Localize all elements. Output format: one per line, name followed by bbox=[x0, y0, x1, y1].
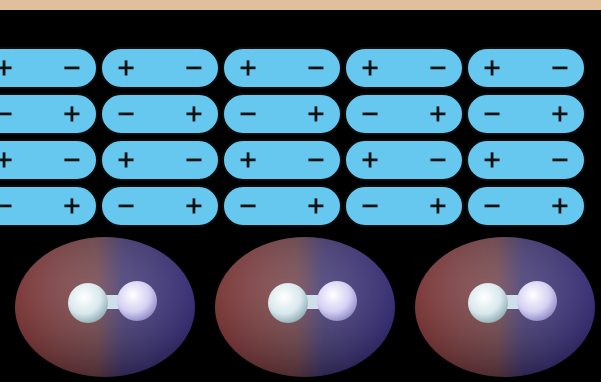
atom-right bbox=[117, 281, 157, 321]
polar-molecule bbox=[215, 237, 395, 377]
dipole-pill: +− bbox=[466, 47, 586, 89]
dipole-pill: +− bbox=[344, 139, 464, 181]
pill-right-charge: − bbox=[427, 53, 448, 82]
pill-left-charge: − bbox=[116, 99, 137, 128]
atom-left bbox=[68, 283, 108, 323]
dipole-pill: −+ bbox=[0, 185, 98, 227]
pill-right-charge: − bbox=[549, 145, 570, 174]
dipole-pill: +− bbox=[100, 139, 220, 181]
pill-right-charge: + bbox=[183, 191, 204, 220]
pill-right-charge: + bbox=[61, 191, 82, 220]
dipole-row: +−+−+−+−+− bbox=[0, 139, 601, 181]
dipole-pill: −+ bbox=[100, 185, 220, 227]
atom-right bbox=[317, 281, 357, 321]
pill-left-charge: − bbox=[0, 191, 15, 220]
pill-left-charge: + bbox=[116, 53, 137, 82]
pill-left-charge: − bbox=[238, 99, 259, 128]
polar-molecule bbox=[415, 237, 595, 377]
molecule-row bbox=[0, 233, 601, 382]
dipole-row: −+−+−+−+−+ bbox=[0, 93, 601, 135]
pill-left-charge: − bbox=[360, 99, 381, 128]
pill-left-charge: − bbox=[0, 99, 15, 128]
pill-right-charge: + bbox=[427, 99, 448, 128]
pill-left-charge: + bbox=[0, 53, 15, 82]
pill-right-charge: + bbox=[427, 191, 448, 220]
pill-left-charge: − bbox=[482, 99, 503, 128]
pill-right-charge: − bbox=[183, 145, 204, 174]
pill-left-charge: + bbox=[238, 53, 259, 82]
top-banner-strip bbox=[0, 0, 601, 10]
pill-left-charge: + bbox=[0, 145, 15, 174]
pill-left-charge: + bbox=[482, 53, 503, 82]
dipole-pill: −+ bbox=[466, 93, 586, 135]
dipole-pill: −+ bbox=[0, 93, 98, 135]
pill-left-charge: + bbox=[360, 53, 381, 82]
pill-right-charge: − bbox=[305, 145, 326, 174]
atom-left bbox=[468, 283, 508, 323]
pill-right-charge: + bbox=[305, 99, 326, 128]
dipole-pill: +− bbox=[222, 139, 342, 181]
pill-right-charge: − bbox=[427, 145, 448, 174]
pill-left-charge: − bbox=[482, 191, 503, 220]
pill-right-charge: − bbox=[61, 53, 82, 82]
dipole-pill: +− bbox=[222, 47, 342, 89]
pill-right-charge: − bbox=[61, 145, 82, 174]
dipole-pill: +− bbox=[0, 139, 98, 181]
atom-right bbox=[517, 281, 557, 321]
dipole-pill: −+ bbox=[222, 185, 342, 227]
pill-left-charge: − bbox=[116, 191, 137, 220]
pill-right-charge: − bbox=[549, 53, 570, 82]
pill-right-charge: + bbox=[549, 99, 570, 128]
pill-right-charge: + bbox=[183, 99, 204, 128]
pill-right-charge: + bbox=[305, 191, 326, 220]
dipole-row: −+−+−+−+−+ bbox=[0, 185, 601, 227]
dipole-pill: −+ bbox=[344, 93, 464, 135]
pill-right-charge: − bbox=[305, 53, 326, 82]
dipole-row: +−+−+−+−+− bbox=[0, 47, 601, 89]
dipole-pill: −+ bbox=[344, 185, 464, 227]
dipole-pill: −+ bbox=[100, 93, 220, 135]
pill-left-charge: − bbox=[360, 191, 381, 220]
dipole-pill: +− bbox=[0, 47, 98, 89]
dipole-grid: +−+−+−+−+−−+−+−+−+−++−+−+−+−+−−+−+−+−+−+ bbox=[0, 47, 601, 233]
dipole-pill: −+ bbox=[466, 185, 586, 227]
pill-left-charge: + bbox=[360, 145, 381, 174]
dipole-pill: +− bbox=[344, 47, 464, 89]
atom-left bbox=[268, 283, 308, 323]
polar-molecule bbox=[15, 237, 195, 377]
dipole-pill: +− bbox=[100, 47, 220, 89]
pill-left-charge: + bbox=[116, 145, 137, 174]
pill-left-charge: + bbox=[482, 145, 503, 174]
dipole-pill: −+ bbox=[222, 93, 342, 135]
pill-right-charge: + bbox=[61, 99, 82, 128]
pill-right-charge: + bbox=[549, 191, 570, 220]
dipole-pill: +− bbox=[466, 139, 586, 181]
pill-left-charge: − bbox=[238, 191, 259, 220]
pill-right-charge: − bbox=[183, 53, 204, 82]
pill-left-charge: + bbox=[238, 145, 259, 174]
